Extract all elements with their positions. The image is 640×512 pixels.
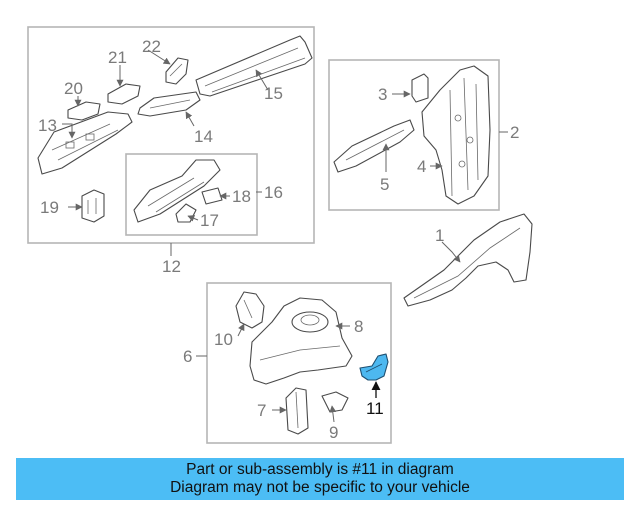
part-17-plate <box>175 203 197 223</box>
parts-diagram: 22 21 20 13 19 15 14 18 16 17 12 3 2 4 5… <box>27 26 533 444</box>
part-1-fender <box>403 213 533 307</box>
callout-8: 8 <box>354 317 363 336</box>
callout-5: 5 <box>380 175 389 194</box>
part-5-extension <box>333 119 415 173</box>
leader-15 <box>255 69 269 91</box>
callout-1: 1 <box>435 226 444 245</box>
group-box-2 <box>328 59 500 211</box>
banner-line-disclaimer: Diagram may not be specific to your vehi… <box>170 479 470 496</box>
info-banner: Part or sub-assembly is #11 in diagram D… <box>16 458 624 500</box>
part-22-bracket <box>165 57 189 85</box>
group-box-6 <box>206 282 392 444</box>
group-box-16 <box>125 153 258 236</box>
part-8-strut-tower <box>249 297 353 385</box>
part-3-bracket <box>411 73 429 103</box>
part-11-bracket-highlighted[interactable] <box>359 353 389 381</box>
part-15-rail <box>195 35 313 97</box>
callout-3: 3 <box>378 85 387 104</box>
leader-22 <box>147 49 171 65</box>
leader-13 <box>62 123 76 139</box>
part-18-plate <box>201 187 223 205</box>
leader-14 <box>185 111 195 127</box>
callout-16: 16 <box>264 183 283 202</box>
callout-10: 10 <box>214 330 233 349</box>
callout-13: 13 <box>38 116 57 135</box>
banner-line-part-number: Part or sub-assembly is #11 in diagram <box>186 461 454 478</box>
callout-18: 18 <box>232 187 251 206</box>
callout-2: 2 <box>510 123 519 142</box>
part-2-apron <box>421 65 491 205</box>
callout-20: 20 <box>64 79 83 98</box>
callout-9: 9 <box>329 423 338 442</box>
callout-14: 14 <box>194 127 213 146</box>
callout-11: 11 <box>366 399 384 418</box>
callout-7: 7 <box>257 401 266 420</box>
leader-17 <box>187 215 199 222</box>
part-9-plate <box>321 391 349 413</box>
leader-10 <box>237 323 245 337</box>
callout-19: 19 <box>40 198 59 217</box>
leader-1 <box>441 241 461 263</box>
callout-22: 22 <box>142 37 161 56</box>
callout-12: 12 <box>162 257 181 276</box>
leader-9 <box>329 405 337 423</box>
callout-15: 15 <box>264 84 283 103</box>
part-21-bracket <box>107 83 141 105</box>
callout-17: 17 <box>200 211 219 230</box>
part-7-brace <box>285 387 309 435</box>
callout-6: 6 <box>183 347 192 366</box>
callout-21: 21 <box>108 48 127 67</box>
callout-4: 4 <box>417 157 426 176</box>
part-14-extension <box>137 91 201 117</box>
part-16-member <box>133 159 221 223</box>
part-10-bracket <box>235 291 265 329</box>
part-19-bracket <box>81 189 105 223</box>
